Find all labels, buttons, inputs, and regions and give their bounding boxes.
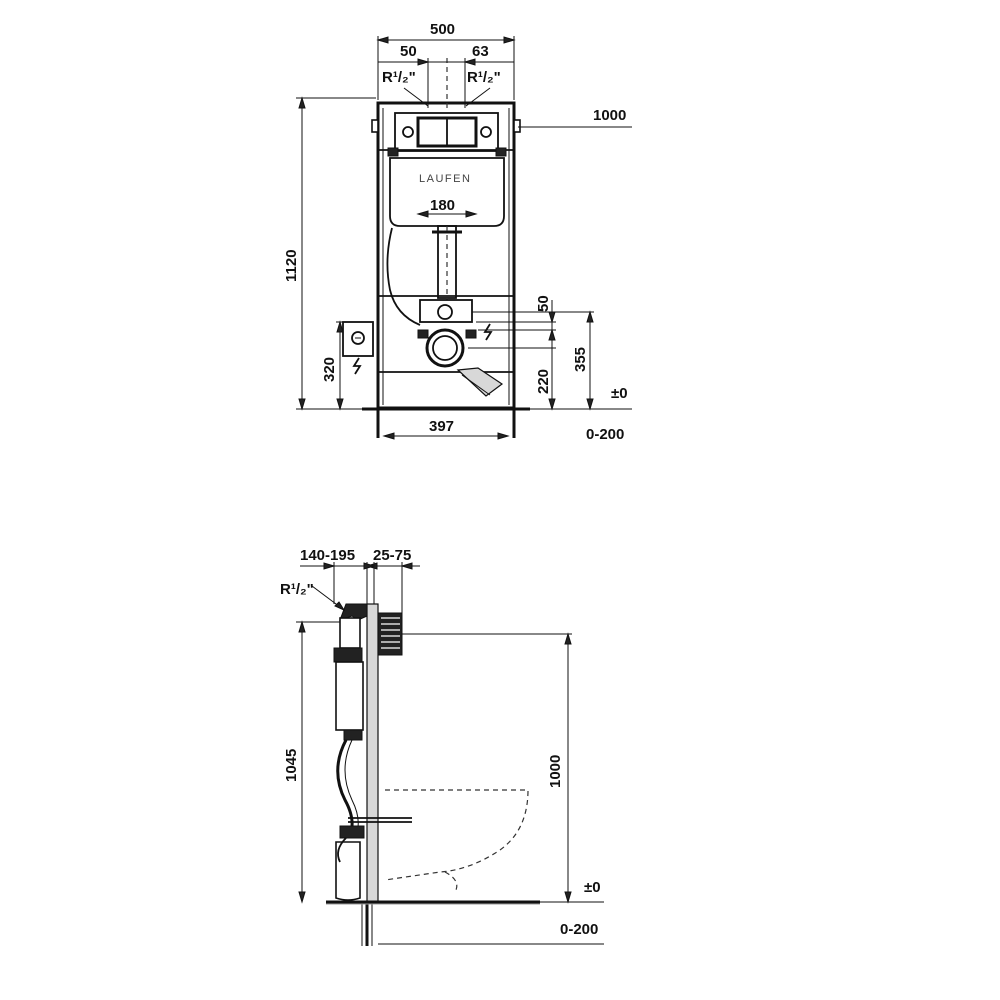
power-socket — [342, 321, 374, 375]
actuator-opening — [387, 112, 507, 157]
level-zero-label: ±0 — [611, 385, 628, 402]
level-1000-side-label: 1000 — [547, 755, 564, 788]
drain-connection — [417, 299, 504, 397]
dim-320: 320 — [321, 320, 344, 411]
level-floor-side: 0-200 — [378, 921, 604, 945]
dim-height-side-label: 1045 — [283, 749, 300, 782]
dim-397: 397 — [382, 418, 510, 440]
brand-label: LAUFEN — [419, 173, 471, 185]
level-zero-side: ±0 — [540, 879, 604, 903]
thread-left-label: R¹/₂" — [382, 69, 416, 86]
dim-355-label: 355 — [572, 347, 589, 372]
level-zero-front: ±0 — [530, 385, 632, 410]
cistern: LAUFEN — [389, 157, 505, 227]
dim-wall-label: 25-75 — [373, 547, 411, 564]
lightning-icon — [352, 357, 362, 375]
thread-side-label: R¹/₂" — [280, 581, 314, 598]
dim-depth-side: 140-195 25-75 — [300, 547, 420, 613]
supply-hose — [386, 227, 421, 326]
dim-180: 180 — [416, 197, 478, 218]
level-floor-side-label: 0-200 — [560, 921, 598, 938]
level-1000-label: 1000 — [593, 107, 626, 124]
wc-bowl-outline — [384, 789, 529, 881]
dim-depth-label: 140-195 — [300, 547, 355, 564]
dim-height-front: 1120 — [283, 96, 376, 411]
frame-side — [361, 603, 403, 946]
dim-width-label: 500 — [430, 21, 455, 38]
dim-height-label: 1120 — [283, 249, 300, 282]
dim-50-label: 50 — [535, 295, 552, 312]
thread-right-label: R¹/₂" — [467, 69, 501, 86]
dim-height-side: 1045 — [283, 620, 340, 904]
dim-right-inlet-label: 63 — [472, 43, 489, 60]
level-floor-label: 0-200 — [586, 426, 624, 443]
dim-left-inlet-label: 50 — [400, 43, 417, 60]
level-1000-side: 1000 — [402, 632, 572, 904]
dim-397-label: 397 — [429, 418, 454, 435]
cistern-side — [333, 603, 412, 901]
lightning-icon — [483, 323, 493, 341]
dim-320-label: 320 — [321, 357, 338, 382]
side-view: 140-195 25-75 R¹/₂" 1045 1000 ±0 — [280, 547, 604, 946]
dim-220-label: 220 — [535, 369, 552, 394]
level-zero-side-label: ±0 — [584, 879, 601, 896]
dim-180-label: 180 — [430, 197, 455, 214]
flush-pipe — [432, 225, 462, 300]
dim-inlets: 50 63 — [378, 43, 514, 108]
dim-drain-heights: 50 220 355 — [468, 295, 594, 411]
dim-width-front: 500 — [376, 21, 516, 100]
level-1000-front: 1000 — [518, 107, 632, 128]
front-view: LAUFEN — [283, 21, 632, 443]
